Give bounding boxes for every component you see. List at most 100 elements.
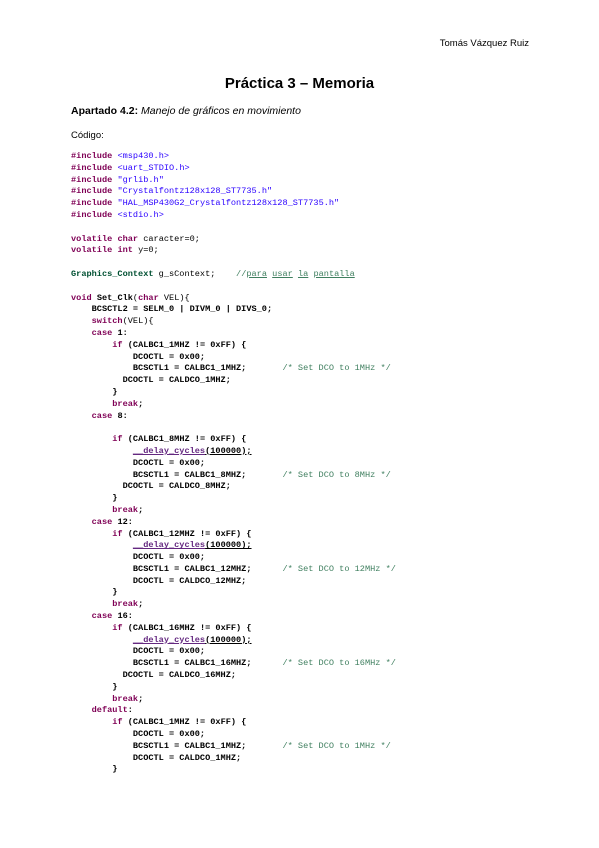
code-line: default: — [71, 705, 551, 717]
code-token: #include — [71, 198, 113, 209]
code-token: <stdio.h> — [117, 209, 164, 220]
code-line: BCSCTL1 = CALBC1_16MHZ; /* Set DCO to 16… — [71, 658, 551, 670]
code-line: BCSCTL1 = CALBC1_1MHZ; /* Set DCO to 1MH… — [71, 741, 551, 753]
code-token — [71, 611, 92, 621]
code-line: } — [71, 493, 551, 505]
code-token: __delay_cycles — [132, 540, 206, 551]
code-line: break; — [71, 505, 551, 517]
code-line: #include <uart_STDIO.h> — [71, 163, 551, 175]
code-token: Graphics_Context — [71, 268, 154, 279]
code-line: DCOCTL = 0x00; — [71, 729, 551, 741]
code-token: if — [112, 622, 123, 633]
code-token: DCOCTL = CALDCO_1MHZ; — [71, 752, 242, 763]
code-token: __delay_cycles — [132, 634, 206, 645]
code-token: ; — [138, 398, 144, 409]
code-token: Set_Clk — [96, 292, 133, 303]
code-token: #include — [71, 151, 113, 161]
code-token: BCSCTL1 = CALBC1_1MHZ; — [71, 740, 247, 751]
code-token: volatile — [71, 233, 113, 244]
code-token: #include — [71, 186, 113, 197]
code-line: } — [71, 387, 551, 399]
code-token: BCSCTL2 = SELM_0 | DIVM_0 | DIVS_0; — [71, 304, 273, 315]
code-token — [71, 705, 92, 715]
code-token: ( — [132, 292, 139, 303]
code-token — [71, 446, 133, 456]
code-token — [252, 564, 283, 574]
code-token: } — [71, 493, 118, 504]
code-line: case 16: — [71, 611, 551, 623]
code-token: para — [246, 268, 267, 279]
code-token: case — [91, 410, 113, 421]
code-line: } — [71, 587, 551, 599]
code-token: g_sContext; — [153, 268, 237, 279]
code-token — [71, 411, 92, 421]
code-token: case — [91, 516, 113, 527]
code-token: (VEL){ — [122, 316, 154, 327]
code-token: DCOCTL = 0x00; — [71, 552, 206, 563]
code-token: DCOCTL = CALDCO_16MHZ; — [71, 670, 237, 681]
code-line: BCSCTL1 = CALBC1_1MHZ; /* Set DCO to 1MH… — [71, 363, 551, 375]
code-line: if (CALBC1_16MHZ != 0xFF) { — [71, 623, 551, 635]
code-token: break — [112, 398, 139, 409]
code-token — [71, 316, 92, 326]
code-token: (100000); — [205, 445, 252, 456]
code-line: #include "grlib.h" — [71, 175, 551, 187]
code-token: usar — [272, 268, 293, 279]
code-token: "Crystalfontz128x128_ST7735.h" — [117, 186, 273, 197]
code-token: "HAL_MSP430G2_Crystalfontz128x128_ST7735… — [117, 198, 340, 209]
code-token: char — [117, 233, 139, 244]
code-token — [71, 717, 112, 727]
code-line: DCOCTL = CALDCO_8MHZ; — [71, 481, 551, 493]
code-token: switch — [91, 316, 123, 327]
code-line: } — [71, 682, 551, 694]
code-token: case — [91, 611, 113, 622]
code-token — [71, 540, 133, 550]
code-token: default — [91, 705, 128, 716]
code-line: break; — [71, 694, 551, 706]
code-line: BCSCTL2 = SELM_0 | DIVM_0 | DIVS_0; — [71, 304, 551, 316]
author-name: Tomás Vázquez Ruiz — [439, 38, 529, 49]
code-token: DCOCTL = CALDCO_8MHZ; — [71, 481, 231, 492]
code-token: 12: — [112, 516, 133, 527]
code-token: BCSCTL1 = CALBC1_16MHZ; — [71, 658, 252, 669]
code-token: 8: — [112, 410, 128, 421]
code-token: BCSCTL1 = CALBC1_1MHZ; — [71, 363, 247, 374]
code-line: if (CALBC1_1MHZ != 0xFF) { — [71, 717, 551, 729]
code-token — [71, 529, 112, 539]
code-token: break — [112, 599, 139, 610]
code-line: volatile int y=0; — [71, 245, 551, 257]
code-token: __delay_cycles — [132, 445, 206, 456]
code-token: (CALBC1_16MHZ != 0xFF) { — [122, 622, 252, 633]
code-token: (CALBC1_1MHZ != 0xFF) { — [122, 339, 247, 350]
code-token: #include — [71, 174, 113, 185]
code-line: #include <stdio.h> — [71, 210, 551, 222]
code-token — [71, 517, 92, 527]
code-token: DCOCTL = 0x00; — [71, 351, 206, 362]
code-token: char — [138, 292, 159, 303]
code-token — [71, 328, 92, 338]
code-token: : — [127, 705, 133, 716]
code-token — [71, 434, 112, 444]
code-token: caracter=0; — [138, 233, 200, 244]
code-line: switch(VEL){ — [71, 316, 551, 328]
code-token: } — [71, 681, 118, 692]
code-token: if — [112, 434, 123, 445]
code-token: /* Set DCO to 1MHz */ — [282, 740, 391, 751]
code-token — [71, 623, 112, 633]
code-line: #include "Crystalfontz128x128_ST7735.h" — [71, 186, 551, 198]
code-line: case 8: — [71, 411, 551, 423]
code-token: } — [71, 386, 118, 397]
code-line: #include <msp430.h> — [71, 151, 551, 163]
code-token: 16: — [112, 611, 133, 622]
code-block: #include <msp430.h>#include <uart_STDIO.… — [71, 151, 551, 776]
code-token — [246, 741, 282, 751]
code-token: void — [71, 292, 92, 303]
code-token: } — [71, 587, 118, 598]
code-line: DCOCTL = 0x00; — [71, 352, 551, 364]
code-token — [252, 658, 283, 668]
code-token: #include — [71, 162, 113, 173]
code-token: DCOCTL = CALDCO_12MHZ; — [71, 575, 247, 586]
code-line: BCSCTL1 = CALBC1_8MHZ; /* Set DCO to 8MH… — [71, 470, 551, 482]
section-title: Manejo de gráficos en movimiento — [138, 105, 301, 117]
code-token: break — [112, 693, 139, 704]
